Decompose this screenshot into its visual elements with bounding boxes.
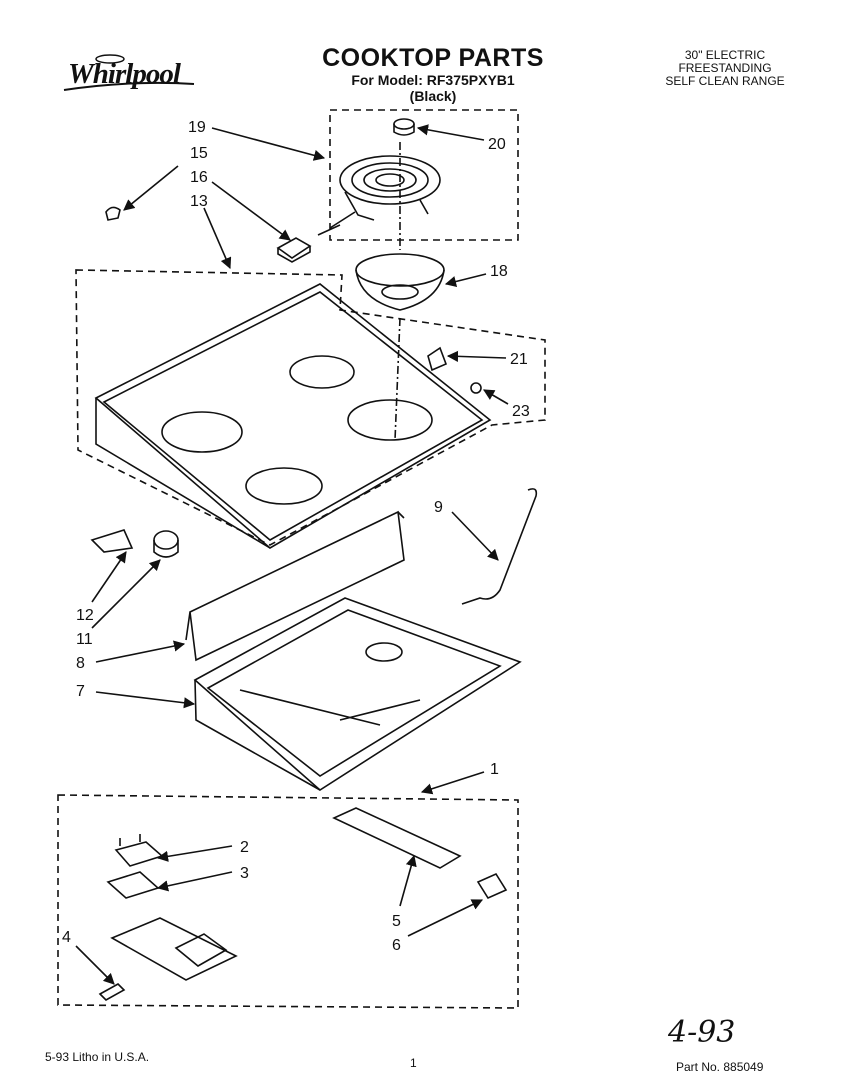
terminal-block: [276, 237, 312, 263]
leader-5: [399, 854, 417, 907]
callout-15: 15: [190, 145, 208, 162]
appliance-description: 30" ELECTRIC FREESTANDING SELF CLEAN RAN…: [640, 49, 810, 88]
callout-11: 11: [76, 631, 93, 648]
control-bracket: [110, 917, 238, 981]
callout-3: 3: [240, 865, 249, 882]
insulator-part: [106, 871, 160, 899]
leader-23: [483, 389, 509, 405]
callout-5: 5: [392, 913, 401, 930]
leader-9: [451, 511, 499, 561]
leader-6: [407, 899, 484, 937]
controls-group-box: [57, 794, 519, 1009]
model-subtitle: For Model: RF375PXYB1 (Black): [318, 72, 548, 104]
callout-20: 20: [488, 136, 506, 153]
leader-18: [444, 273, 487, 287]
model-line: For Model: RF375PXYB1: [351, 72, 515, 88]
description-line-2: FREESTANDING: [678, 61, 772, 75]
callout-12: 12: [76, 607, 94, 624]
callout-23: 23: [512, 403, 530, 420]
leader-4: [75, 945, 115, 985]
callout-1: 1: [490, 761, 499, 778]
leader-7: [95, 691, 196, 709]
small-tab: [98, 983, 126, 1001]
spacer-sleeve: [153, 530, 179, 558]
leader-8: [95, 640, 186, 663]
callout-2: 2: [240, 839, 249, 856]
burner-box: [193, 597, 522, 791]
leader-15: [123, 165, 179, 211]
switch-part: [114, 834, 164, 867]
leader-12: [91, 551, 127, 603]
callout-18: 18: [490, 263, 508, 280]
litho-note: 5-93 Litho in U.S.A.: [45, 1050, 150, 1064]
description-line-1: 30" ELECTRIC: [684, 48, 766, 62]
description-line-3: SELF CLEAN RANGE: [665, 74, 785, 88]
clip-part: [427, 346, 448, 372]
page-title: COOKTOP PARTS: [322, 44, 544, 72]
connector-part: [476, 872, 508, 900]
brand-name: Whirlpool: [68, 58, 181, 90]
whirlpool-logo: [63, 54, 195, 91]
callout-19: 19: [188, 119, 206, 136]
element-group-box: [329, 109, 519, 241]
color-line: (Black): [409, 88, 457, 104]
callout-21: 21: [510, 351, 528, 368]
leader-3: [156, 871, 233, 892]
leader-1: [420, 771, 485, 795]
callout-16: 16: [190, 169, 208, 186]
callout-7: 7: [76, 683, 85, 700]
trim-strip: [185, 510, 405, 662]
element-clip: [105, 206, 121, 221]
leader-20: [416, 124, 485, 141]
callout-6: 6: [392, 937, 401, 954]
leader-19: [211, 127, 326, 161]
conductor-strip: [332, 807, 462, 869]
leader-16: [211, 181, 291, 241]
callout-9: 9: [434, 499, 443, 516]
leader-21: [446, 350, 507, 362]
screw-part: [470, 382, 482, 394]
callout-13: 13: [190, 193, 208, 210]
element-knob: [393, 118, 415, 136]
callout-4: 4: [62, 929, 71, 946]
bracket-part: [90, 529, 134, 553]
cooktop-panel: [94, 283, 492, 549]
callout-8: 8: [76, 655, 85, 672]
drip-bowl: [355, 253, 445, 311]
cooktop-group-box: [75, 269, 546, 546]
leader-2: [156, 845, 233, 862]
part-number: Part No. 885049: [676, 1060, 764, 1074]
leader-13: [203, 207, 232, 270]
leader-11: [91, 559, 161, 629]
surface-element-coil: [317, 155, 441, 236]
page-number: 1: [410, 1056, 417, 1070]
wire-harness: [461, 488, 538, 605]
handwritten-date: 4-93: [668, 1015, 736, 1050]
